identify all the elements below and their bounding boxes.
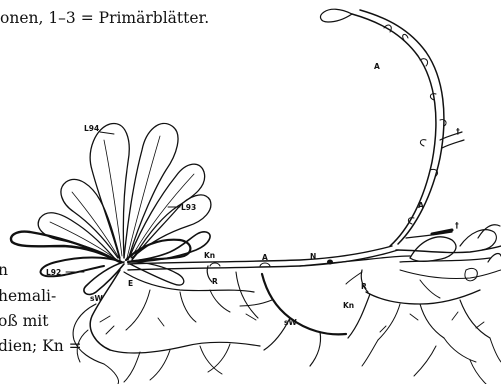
dagger-upper: † [456, 127, 460, 136]
label-Kn-left: Kn [204, 251, 215, 260]
label-sW-right: sW [284, 318, 297, 327]
label-R-right: R [361, 282, 367, 291]
label-R-left: R [212, 277, 218, 286]
label-A-shoot-upper: A [374, 62, 380, 71]
caption-left-line-2: hemali- [0, 289, 56, 305]
label-sW-left: sW [90, 294, 103, 303]
label-L92: L92 [46, 268, 61, 277]
roots [73, 270, 501, 384]
label-A-stolon: A [262, 253, 268, 262]
label-Kn-right: Kn [343, 301, 354, 310]
caption-top-line: onen, 1–3 = Primärblätter. [0, 11, 209, 27]
label-E: E [128, 279, 133, 288]
figure-labels: L94 L93 L92 E sW sW Kn Kn R R A A A N † … [46, 62, 460, 327]
label-L93: L93 [181, 203, 196, 212]
label-A-shoot-lower: A [418, 201, 424, 210]
dagger-lower: † [455, 221, 459, 230]
caption-left-line-1: n [0, 263, 8, 279]
caption-left-line-4: dien; Kn = [0, 339, 82, 355]
label-L94: L94 [84, 124, 99, 133]
runner-shoot [321, 9, 464, 246]
caption-left-line-3: oß mit [0, 314, 49, 330]
label-N: N [310, 252, 316, 261]
